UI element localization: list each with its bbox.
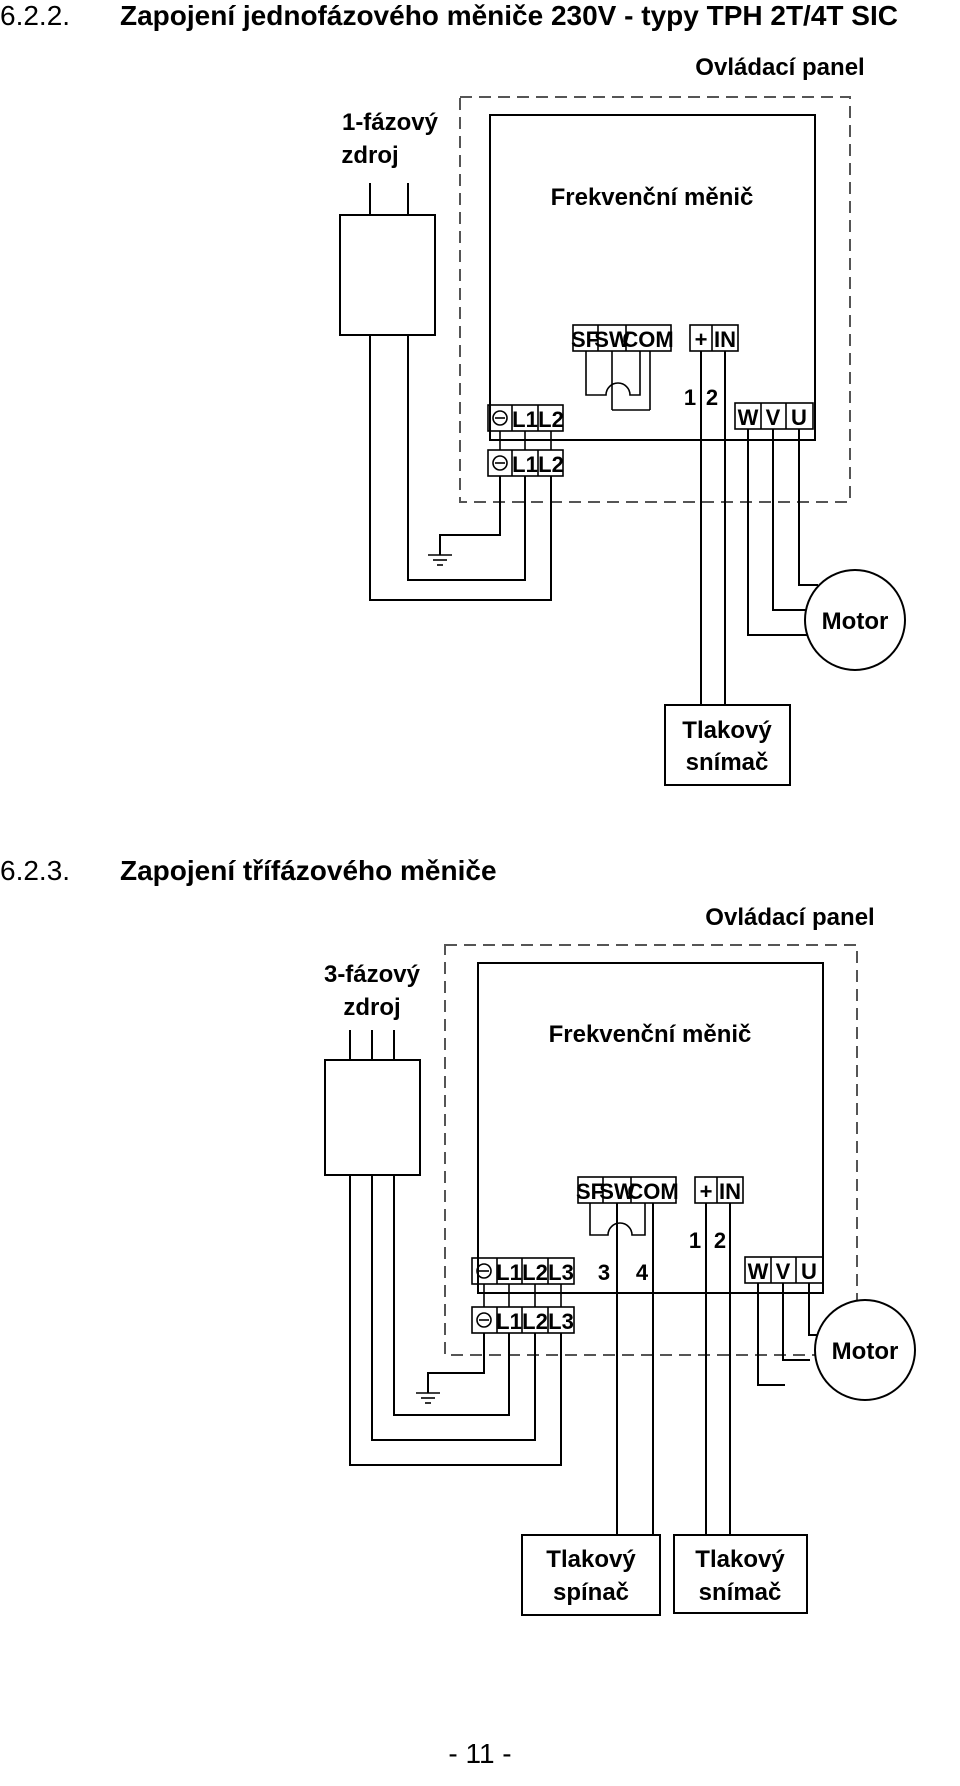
power-source-label-line1: 1-fázový [342, 109, 439, 136]
pressure-sensor-label-line2: snímač [686, 749, 769, 776]
pressure-sensor-label-line2: snímač [699, 1579, 782, 1606]
sensor-pin-2: 2 [714, 1228, 726, 1253]
terminal-v: V [776, 1259, 791, 1284]
control-terminal-block: SF SW COM [576, 1176, 679, 1204]
section-number: 6.2.3. [0, 855, 71, 886]
motor-wire-v [782, 1283, 810, 1361]
power-source-box [339, 214, 436, 336]
control-panel-label: Ovládací panel [695, 54, 864, 81]
ground-terminal-icon [492, 455, 508, 471]
pressure-sensor-label-line1: Tlakový [682, 717, 772, 744]
power-source-box [324, 1059, 421, 1176]
terminal-plus: + [700, 1179, 713, 1204]
motor-label: Motor [822, 608, 889, 635]
motor-wire-u [798, 429, 818, 586]
terminal-l2-lower: L2 [538, 452, 564, 477]
inverter-label: Frekvenční měnič [551, 184, 754, 211]
terminal-in: IN [719, 1179, 741, 1204]
motor-wire-w [747, 429, 808, 636]
control-panel-boundary [459, 96, 851, 503]
ground-symbol-icon [428, 554, 452, 566]
power-source-label-line2: zdroj [341, 142, 398, 169]
sf-sw-jumper [589, 1203, 646, 1236]
pressure-sensor-box [664, 704, 791, 786]
terminal-sf: SF [576, 1179, 604, 1204]
supply-wire-l1 [393, 1175, 510, 1416]
supply-wire-l2 [371, 1175, 536, 1441]
terminal-l2-upper: L2 [522, 1260, 548, 1285]
terminal-l3-upper: L3 [548, 1260, 574, 1285]
ground-wire [427, 1333, 485, 1393]
sensor-pin-1: 1 [684, 385, 696, 410]
control-terminal-block: SF SW COM [571, 324, 674, 352]
power-terminal-lower: L1 L2 L3 [471, 1306, 575, 1334]
pressure-sensor-box [673, 1534, 808, 1614]
terminal-l1-upper: L1 [496, 1260, 522, 1285]
motor-wire-w [757, 1283, 785, 1386]
terminal-sw: SW [599, 1179, 635, 1204]
terminal-w: W [738, 405, 759, 430]
sensor-pin-1: 1 [689, 1228, 701, 1253]
supply-wire-l2 [369, 335, 552, 601]
motor-wire-v [772, 429, 808, 611]
wiring-diagram-three-phase: Ovládací panel Frekvenční měnič 3-fázový… [324, 904, 916, 1616]
inverter-label: Frekvenční měnič [549, 1021, 752, 1048]
terminal-u: U [801, 1259, 817, 1284]
terminal-u: U [791, 405, 807, 430]
section-heading-6-2-2: 6.2.2. Zapojení jednofázového měniče 230V… [0, 0, 898, 32]
power-source-label-line2: zdroj [343, 994, 400, 1021]
power-terminal-lower: L1 L2 [487, 449, 564, 477]
terminal-sf: SF [571, 327, 599, 352]
section-heading-6-2-3: 6.2.3. Zapojení třífázového měniče [0, 855, 497, 887]
ground-terminal-icon [476, 1312, 492, 1328]
pressure-switch-box [521, 1534, 661, 1616]
terminal-l1-lower: L1 [512, 452, 538, 477]
pressure-switch-label-line2: spínač [553, 1579, 629, 1606]
switch-pin-3: 3 [598, 1260, 610, 1285]
terminal-w: W [748, 1259, 769, 1284]
power-terminal-upper: L1 L2 L3 [471, 1257, 575, 1285]
motor-terminal-block: W V U [744, 1256, 824, 1284]
terminal-l2-lower: L2 [522, 1309, 548, 1334]
terminal-l1-upper: L1 [512, 407, 538, 432]
control-panel-boundary [444, 944, 858, 1356]
motor-terminal-block: W V U [734, 402, 814, 430]
page-number: - 11 - [448, 1738, 512, 1769]
pressure-sensor-label-line1: Tlakový [695, 1546, 785, 1573]
sensor-pin-2: 2 [706, 385, 718, 410]
pressure-switch-label-line1: Tlakový [546, 1546, 636, 1573]
terminal-l1-lower: L1 [496, 1309, 522, 1334]
section-title: Zapojení třífázového měniče [120, 855, 497, 886]
ground-wire [439, 476, 501, 555]
motor-circle [804, 569, 906, 671]
terminal-com: COM [627, 1179, 678, 1204]
supply-wire-l1 [407, 335, 526, 581]
supply-wire-l3 [349, 1175, 562, 1466]
section-number: 6.2.2. [0, 0, 71, 31]
sensor-terminal-block: + IN [689, 324, 739, 352]
terminal-l2-upper: L2 [538, 407, 564, 432]
ground-terminal-icon [492, 410, 508, 426]
ground-terminal-icon [476, 1263, 492, 1279]
terminal-in: IN [714, 327, 736, 352]
terminal-plus: + [695, 327, 708, 352]
sensor-terminal-block: + IN [694, 1176, 744, 1204]
wiring-diagram-single-phase: Ovládací panel Frekvenční měnič 1-fázový… [339, 54, 906, 786]
terminal-l3-lower: L3 [548, 1309, 574, 1334]
terminal-com: COM [622, 327, 673, 352]
power-source-label-line1: 3-fázový [324, 961, 421, 988]
switch-pin-4: 4 [636, 1260, 649, 1285]
inverter-box [489, 114, 816, 441]
terminal-v: V [766, 405, 781, 430]
section-title: Zapojení jednofázového měniče 230V - typ… [120, 0, 898, 31]
inverter-box [477, 962, 824, 1294]
motor-circle [814, 1299, 916, 1401]
terminal-sw: SW [594, 327, 630, 352]
ground-symbol-icon [416, 1392, 440, 1404]
sf-sw-jumper [585, 351, 641, 396]
control-panel-label: Ovládací panel [705, 904, 874, 931]
motor-label: Motor [832, 1338, 899, 1365]
